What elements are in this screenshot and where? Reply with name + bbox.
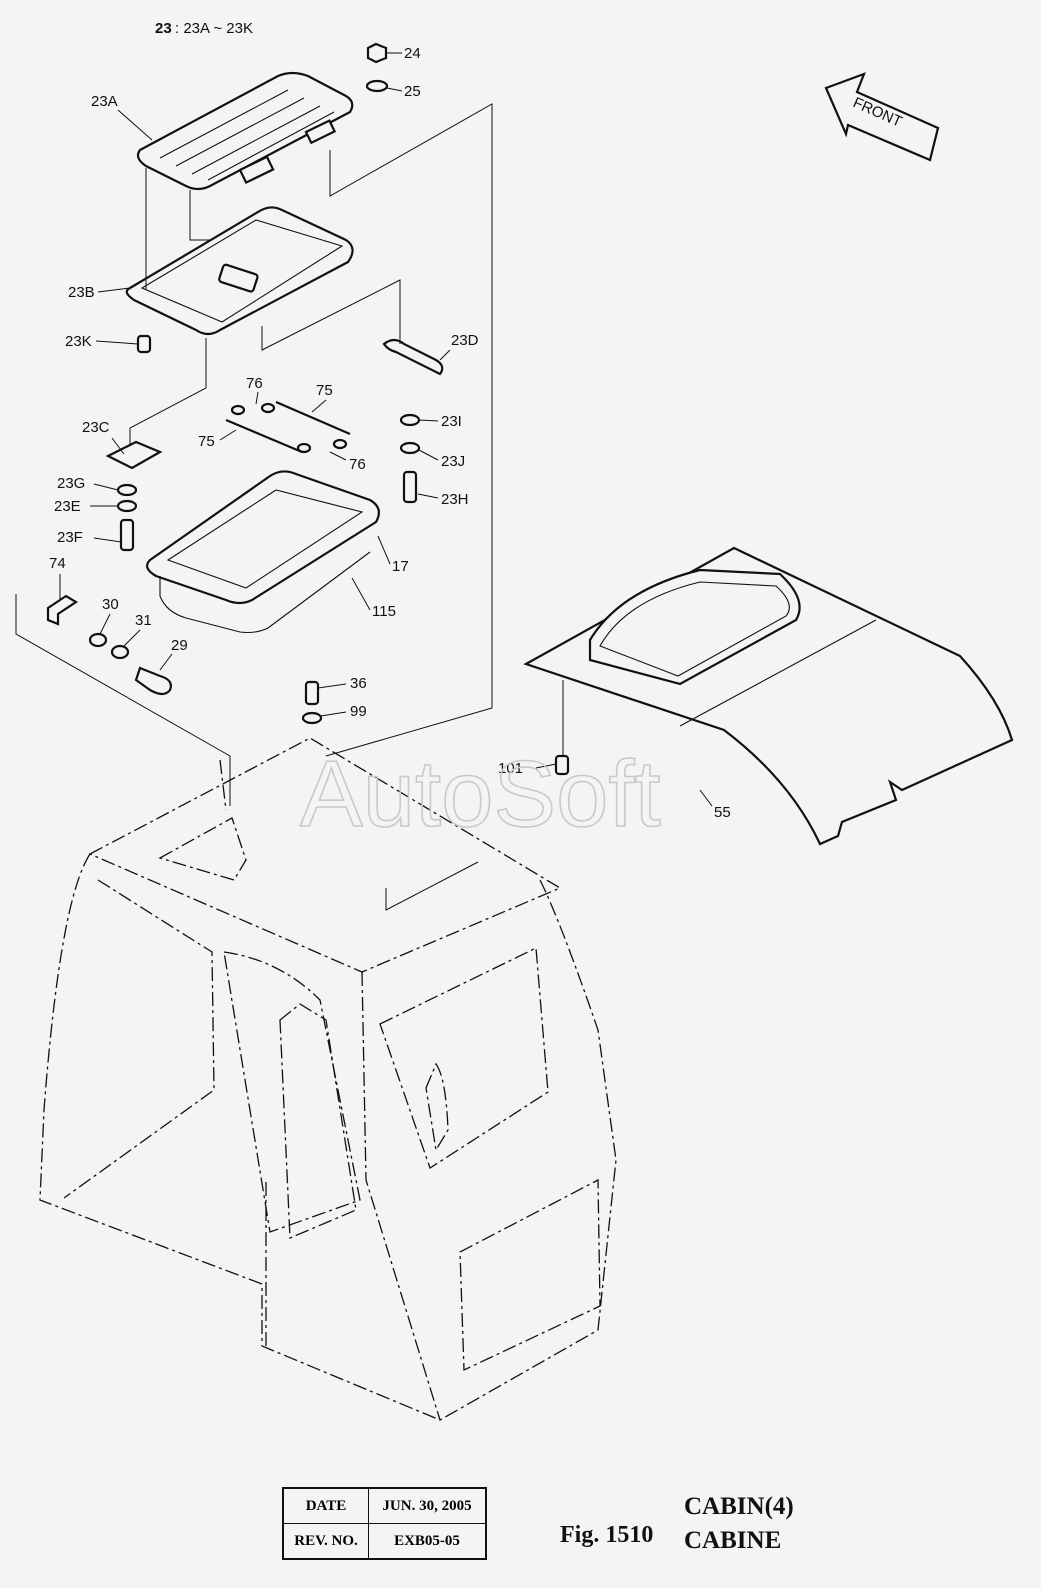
seal-115 bbox=[159, 551, 371, 634]
washer-23i bbox=[399, 413, 421, 427]
washer-31 bbox=[110, 644, 130, 660]
nut-24 bbox=[366, 42, 388, 64]
date-value: JUN. 30, 2005 bbox=[368, 1487, 487, 1524]
callout-23f: 23F bbox=[57, 529, 83, 546]
date-row: DATE JUN. 30, 2005 bbox=[282, 1487, 487, 1524]
callout-29: 29 bbox=[171, 637, 188, 654]
bolt-23h bbox=[402, 470, 418, 504]
watermark: AutoSoft bbox=[300, 741, 661, 846]
callout-30: 30 bbox=[102, 596, 119, 613]
callout-115: 115 bbox=[372, 603, 396, 620]
callout-23b: 23B bbox=[68, 284, 95, 301]
rev-label: REV. NO. bbox=[282, 1523, 369, 1560]
bolt-23f bbox=[119, 518, 135, 552]
callout-55: 55 bbox=[714, 804, 731, 821]
callout-23k: 23K bbox=[65, 333, 92, 350]
washer-23e bbox=[116, 499, 138, 513]
bolt-29 bbox=[134, 666, 172, 696]
callout-74: 74 bbox=[49, 555, 66, 572]
grab-handle-23d bbox=[382, 338, 444, 376]
callout-23a: 23A bbox=[91, 93, 118, 110]
washer-30 bbox=[88, 632, 108, 648]
gas-strut-75 bbox=[225, 400, 351, 454]
hatch-lid-23a bbox=[136, 71, 354, 191]
bolt-101 bbox=[554, 754, 570, 776]
bolt-23k bbox=[136, 334, 152, 354]
callout-23i: 23I bbox=[441, 413, 462, 430]
leader-lines bbox=[59, 52, 713, 807]
callout-101: 101 bbox=[498, 760, 523, 777]
cabin-body bbox=[39, 737, 617, 1421]
callout-76b: 76 bbox=[349, 456, 366, 473]
callout-23g: 23G bbox=[57, 475, 85, 492]
bracket-23c bbox=[105, 440, 163, 470]
callout-23e: 23E bbox=[54, 498, 81, 515]
group-range: : 23A ~ 23K bbox=[175, 20, 253, 37]
revision-table: DATE JUN. 30, 2005 REV. NO. EXB05-05 bbox=[282, 1487, 487, 1560]
callout-31: 31 bbox=[135, 612, 152, 629]
roof-cover-55 bbox=[523, 546, 1014, 846]
opening-frame-17 bbox=[146, 470, 381, 605]
group-code: 23 bbox=[155, 20, 172, 37]
callout-36: 36 bbox=[350, 675, 367, 692]
figure-number: Fig. 1510 bbox=[560, 1522, 654, 1548]
washer-99 bbox=[301, 711, 323, 725]
washer-25 bbox=[365, 79, 389, 93]
front-direction-arrow: FRONT bbox=[824, 72, 940, 162]
callout-23d: 23D bbox=[451, 332, 479, 349]
washer-23j bbox=[399, 441, 421, 455]
bolt-36 bbox=[304, 680, 320, 706]
figure-title-secondary: CABINE bbox=[684, 1527, 782, 1554]
latch-74 bbox=[46, 594, 79, 626]
callout-76a: 76 bbox=[246, 375, 263, 392]
rev-value: EXB05-05 bbox=[368, 1523, 487, 1560]
rev-row: REV. NO. EXB05-05 bbox=[282, 1523, 487, 1560]
o-ring-76 bbox=[230, 402, 348, 454]
callout-23h: 23H bbox=[441, 491, 469, 508]
callout-25: 25 bbox=[404, 83, 421, 100]
callout-99: 99 bbox=[350, 703, 367, 720]
callout-75a: 75 bbox=[316, 382, 333, 399]
hatch-frame-23b bbox=[125, 206, 354, 336]
callout-24: 24 bbox=[404, 45, 421, 62]
callout-23j: 23J bbox=[441, 453, 465, 470]
date-label: DATE bbox=[282, 1487, 369, 1524]
washer-23g bbox=[116, 483, 138, 497]
callout-75b: 75 bbox=[198, 433, 215, 450]
callout-23c: 23C bbox=[82, 419, 110, 436]
assembly-guide-lines bbox=[15, 103, 493, 911]
callout-17: 17 bbox=[392, 558, 409, 575]
figure-title-block: CABIN(4) CABINE bbox=[684, 1490, 794, 1558]
figure-title-primary: CABIN(4) bbox=[684, 1493, 794, 1520]
callout-labels: 24 25 23A 23B 23K 23D 23C 76 75 75 76 23… bbox=[49, 45, 731, 821]
